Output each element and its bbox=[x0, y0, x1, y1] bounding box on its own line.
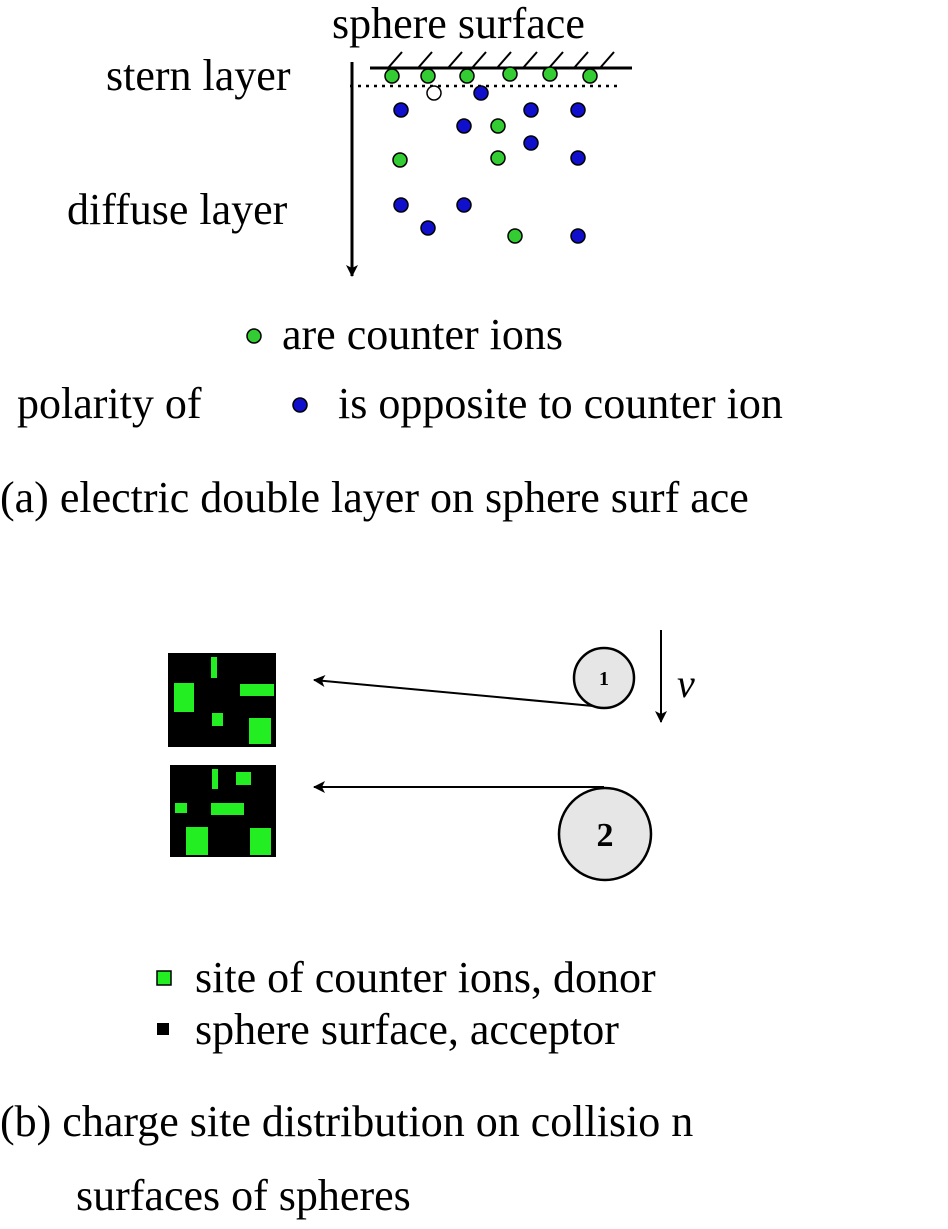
sphere-2-label: 2 bbox=[597, 817, 614, 854]
opposite-ion bbox=[420, 220, 436, 236]
sphere-1-label: 1 bbox=[599, 668, 609, 690]
projection-arrow-1 bbox=[313, 675, 605, 708]
surface-map-2 bbox=[170, 765, 276, 857]
opposite-ion bbox=[456, 197, 472, 213]
velocity-label: v bbox=[677, 661, 695, 706]
counter-ion bbox=[490, 118, 506, 134]
sphere-2: 2 bbox=[557, 786, 653, 882]
diffuse-layer-label: diffuse layer bbox=[67, 185, 288, 234]
opposite-ion bbox=[570, 150, 586, 166]
ion-cloud bbox=[384, 66, 598, 244]
panel-b: 1 2 v site of counter ions, donor sphere… bbox=[0, 630, 695, 1220]
surface-map-1 bbox=[168, 653, 276, 747]
sphere-1: 1 bbox=[572, 646, 636, 710]
acceptor-legend-text: sphere surface, acceptor bbox=[195, 1005, 619, 1054]
stern-layer-label: stern layer bbox=[106, 51, 291, 100]
sphere-surface-line bbox=[370, 51, 632, 70]
polarity-legend-suffix: is opposite to counter ion bbox=[338, 379, 783, 428]
donor-legend-text: site of counter ions, donor bbox=[195, 953, 656, 1002]
opposite-ion bbox=[393, 197, 409, 213]
counter-ion bbox=[459, 68, 475, 84]
opposite-ion bbox=[393, 102, 409, 118]
sphere-surface-label: sphere surface bbox=[332, 0, 585, 48]
opposite-ion-legend-icon bbox=[292, 397, 308, 413]
opposite-ion bbox=[523, 102, 539, 118]
acceptor-legend-icon bbox=[157, 1023, 169, 1035]
polarity-legend-prefix: polarity of bbox=[17, 379, 202, 428]
vacancy-ion bbox=[426, 85, 442, 101]
counter-ion bbox=[582, 68, 598, 84]
opposite-ion bbox=[523, 135, 539, 151]
opposite-ion bbox=[456, 118, 472, 134]
counter-ion-legend-text: are counter ions bbox=[282, 310, 563, 359]
caption-b-line1: (b) charge site distribution on collisio… bbox=[0, 1097, 693, 1146]
counter-ion-legend-icon bbox=[246, 328, 262, 344]
counter-ion bbox=[542, 66, 558, 82]
counter-ion bbox=[384, 68, 400, 84]
donor-legend-icon bbox=[156, 970, 172, 986]
opposite-ion bbox=[570, 102, 586, 118]
opposite-ion bbox=[570, 228, 586, 244]
counter-ion bbox=[490, 150, 506, 166]
counter-ion bbox=[507, 228, 523, 244]
panel-a: sphere surface stern layer diffuse layer… bbox=[0, 0, 783, 522]
caption-a: (a) electric double layer on sphere surf… bbox=[0, 473, 749, 522]
counter-ion bbox=[392, 152, 408, 168]
counter-ion bbox=[420, 68, 436, 84]
opposite-ion bbox=[473, 85, 489, 101]
caption-b-line2: surfaces of spheres bbox=[76, 1171, 411, 1220]
counter-ion bbox=[502, 66, 518, 82]
